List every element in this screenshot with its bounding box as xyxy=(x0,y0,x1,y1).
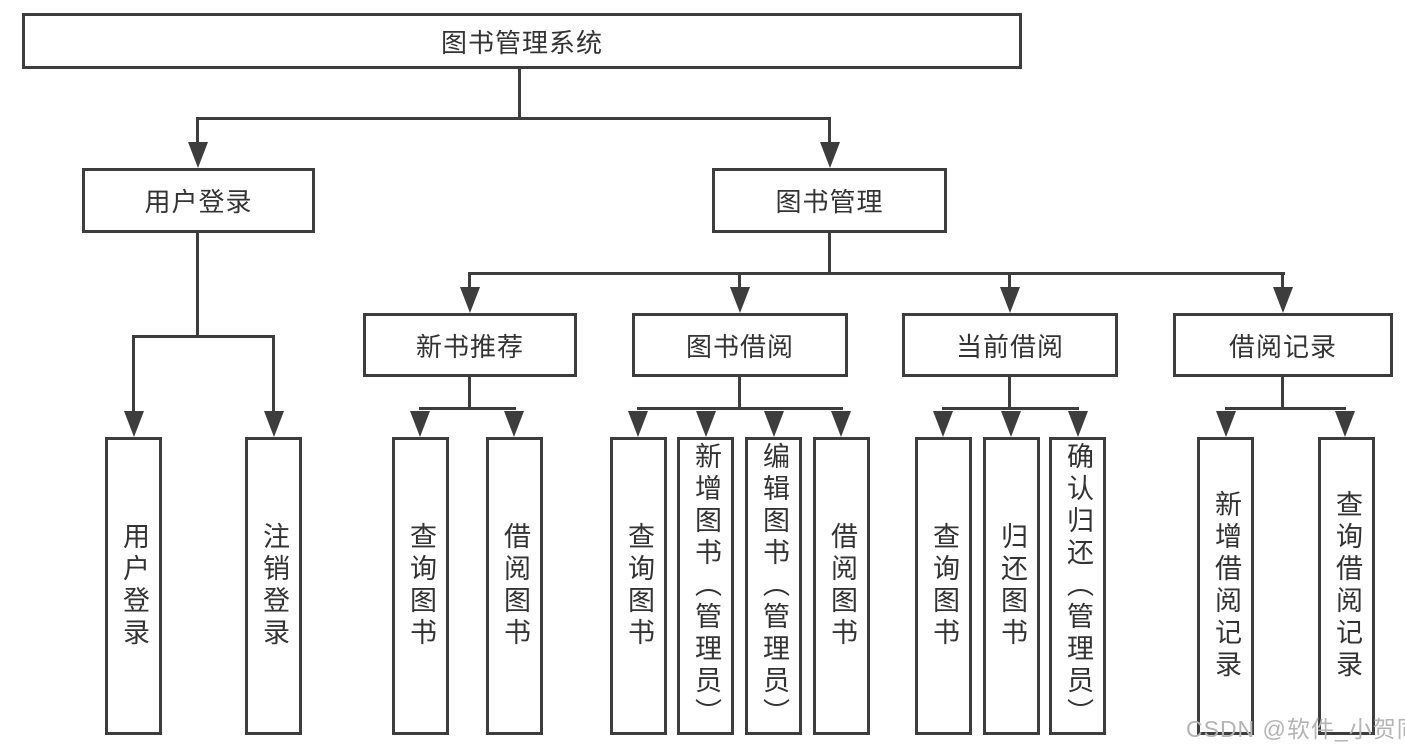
node-label: 查询图书 xyxy=(929,522,959,650)
arrow-down xyxy=(188,142,208,168)
arrow-down xyxy=(730,287,750,313)
node-label: 当前借阅 xyxy=(955,331,1064,362)
node-label: 查询图书 xyxy=(406,522,436,650)
node-book-borrowing: 图书借阅 xyxy=(632,313,848,377)
arrow-down xyxy=(764,411,784,437)
connector-borrow-records-branch xyxy=(1225,407,1346,410)
node-label: 查询图书 xyxy=(624,522,654,650)
arrow-down xyxy=(831,411,851,437)
node-label: 用户登录 xyxy=(119,522,149,650)
arrow-down xyxy=(264,411,284,437)
connector-level3-branch xyxy=(469,272,1285,275)
connector-book-borrowing-stub xyxy=(738,377,741,410)
leaf-add-books-admin: 新增图书（管理员） xyxy=(677,437,734,735)
node-borrowing-records: 借阅记录 xyxy=(1173,313,1393,377)
connector-user-login-branch xyxy=(133,335,275,338)
node-book-management: 图书管理 xyxy=(712,168,947,233)
connector-drop xyxy=(738,272,741,289)
connector-drop xyxy=(1008,272,1011,289)
connector-borrow-records-stub xyxy=(1281,377,1284,410)
connector-book-borrowing-branch xyxy=(637,407,843,410)
leaf-add-borrow-record: 新增借阅记录 xyxy=(1197,437,1254,735)
node-label: 图书管理系统 xyxy=(440,27,603,58)
arrow-down xyxy=(1000,287,1020,313)
leaf-borrow-books-borrow: 借阅图书 xyxy=(813,437,870,735)
leaf-logout: 注销登录 xyxy=(245,437,302,735)
node-label: 编辑图书（管理员） xyxy=(759,442,789,730)
leaf-query-books-new: 查询图书 xyxy=(392,437,449,735)
node-label: 借阅记录 xyxy=(1228,331,1337,362)
connector-book-management-stub xyxy=(828,233,831,274)
arrow-down xyxy=(820,142,840,168)
arrow-down xyxy=(460,287,480,313)
node-new-book-recommendation: 新书推荐 xyxy=(363,313,577,377)
connector-to-book-management xyxy=(828,117,831,145)
leaf-query-books-borrow: 查询图书 xyxy=(610,437,667,735)
arrow-down xyxy=(124,411,144,437)
node-label: 查询借阅记录 xyxy=(1332,490,1362,682)
arrow-down xyxy=(696,411,716,437)
leaf-user-login: 用户登录 xyxy=(105,437,162,735)
node-library-system: 图书管理系统 xyxy=(22,13,1022,69)
arrow-down xyxy=(1273,287,1293,313)
arrow-down xyxy=(933,411,953,437)
connector-drop xyxy=(1281,272,1284,289)
node-user-login: 用户登录 xyxy=(82,168,315,233)
node-label: 借阅图书 xyxy=(827,522,857,650)
connector-drop xyxy=(132,335,135,413)
connector-current-borrowing-branch xyxy=(942,407,1079,410)
connector-drop xyxy=(272,335,275,413)
connector-new-books-branch xyxy=(419,407,516,410)
arrow-down xyxy=(410,411,430,437)
node-label: 新增借阅记录 xyxy=(1211,490,1241,682)
node-current-borrowing: 当前借阅 xyxy=(902,313,1118,377)
connector-current-borrowing-stub xyxy=(1008,377,1011,410)
connector-to-user-login xyxy=(196,117,199,145)
leaf-query-borrow-record: 查询借阅记录 xyxy=(1318,437,1375,735)
node-label: 归还图书 xyxy=(997,522,1027,650)
connector-new-books-stub xyxy=(468,377,471,410)
leaf-return-books: 归还图书 xyxy=(983,437,1040,735)
arrow-down xyxy=(1001,411,1021,437)
node-label: 图书借阅 xyxy=(685,331,794,362)
connector-level2-branch xyxy=(197,117,831,120)
leaf-edit-books-admin: 编辑图书（管理员） xyxy=(745,437,802,735)
arrow-down xyxy=(504,411,524,437)
watermark-csdn: CSDN @软件_小贺同学 xyxy=(1186,716,1405,742)
arrow-down xyxy=(1216,411,1236,437)
node-label: 用户登录 xyxy=(144,187,253,217)
node-label: 新增图书（管理员） xyxy=(691,442,721,730)
arrow-down xyxy=(1068,411,1088,437)
node-label: 新书推荐 xyxy=(415,331,524,362)
connector-user-login-stub xyxy=(196,233,199,337)
leaf-query-books-current: 查询图书 xyxy=(915,437,972,735)
connector-drop xyxy=(468,272,471,289)
arrow-down xyxy=(628,411,648,437)
leaf-borrow-books-new: 借阅图书 xyxy=(486,437,543,735)
leaf-confirm-return-admin: 确认归还（管理员） xyxy=(1049,437,1106,735)
connector-root-stub xyxy=(518,69,521,120)
node-label: 确认归还（管理员） xyxy=(1063,442,1093,730)
node-label: 注销登录 xyxy=(259,522,289,650)
node-label: 图书管理 xyxy=(775,187,884,217)
node-label: 借阅图书 xyxy=(500,522,530,650)
arrow-down xyxy=(1335,411,1355,437)
